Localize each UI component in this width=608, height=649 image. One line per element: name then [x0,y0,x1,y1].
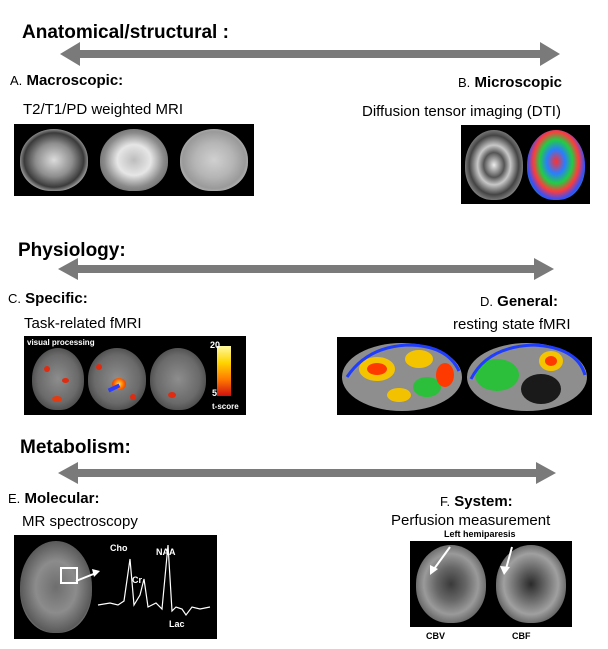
panel-c-subtitle: Task-related fMRI [24,315,142,332]
panel-f-perfusion: Left hemiparesis CBV CBF [408,529,574,643]
fmri-slice-3 [150,348,206,410]
panel-e-title: Molecular: [24,490,100,507]
activation-spot [96,364,102,370]
panel-d-title: General: [497,293,559,310]
blue-activation [107,383,121,393]
panel-f-letter: F. [440,494,451,509]
activation-spot [52,396,62,402]
cbv-label: CBV [426,631,446,641]
panel-e-letter: E. [8,491,21,506]
perfusion-images [410,541,572,627]
metabolism-heading: Metabolism: [20,437,131,458]
panel-d-letter: D. [480,294,493,309]
scale-bottom: 5 [212,388,218,398]
peak-naa: NAA [156,547,176,557]
pd-brain-image [180,129,248,191]
perfusion-caption: Left hemiparesis [444,529,516,539]
panel-f-label: F. System: [440,493,513,510]
t1-brain-image [100,129,168,191]
panel-e-subtitle: MR spectroscopy [22,513,138,530]
panel-b-title: Microscopic [474,74,562,91]
physiology-heading: Physiology: [18,240,126,261]
panel-c-fmri-images: visual processing 20 5 t-score [24,336,246,415]
metabolism-double-arrow [58,462,556,484]
cbf-label: CBF [512,631,531,641]
voxel-box [60,567,78,584]
peak-lac: Lac [169,619,185,629]
panel-e-label: E. Molecular: [8,490,99,507]
mrs-brain-image [20,541,92,633]
panel-b-label: B. Microscopic [458,74,562,91]
t-score-colorbar [217,346,231,396]
activation-spot [44,366,50,372]
peak-cr: Cr [132,575,143,585]
anatomical-double-arrow [60,42,560,66]
activation-spot [130,394,136,400]
cbv-brain-image [416,545,486,623]
panel-a-label: A. Macroscopic: [10,72,123,89]
panel-d-label: D. General: [480,293,558,310]
fmri-slice-2 [88,348,146,410]
cbf-brain-image [496,545,566,623]
mrs-spectrum [75,544,211,617]
panel-f-subtitle: Perfusion measurement [391,512,551,529]
panel-d-resting-state-images [337,337,592,415]
t2-brain-image [20,129,88,191]
panel-b-letter: B. [458,75,471,90]
scale-top: 20 [210,340,221,350]
panel-d-subtitle: resting state fMRI [453,316,571,333]
panel-b-dti-images [461,125,590,204]
panel-c-letter: C. [8,291,21,306]
panel-c-label: C. Specific: [8,290,88,307]
physiology-double-arrow [58,258,554,280]
dti-color-image [527,130,585,200]
dti-fa-image [465,130,523,200]
panel-a-mri-images [14,124,254,196]
visual-processing-label: visual processing [27,338,95,347]
fmri-slice-1 [32,348,84,410]
activation-spot [168,392,176,398]
panel-e-spectroscopy: Cho Cr NAA Lac [14,535,217,639]
panel-a-subtitle: T2/T1/PD weighted MRI [23,101,184,118]
panel-a-title: Macroscopic: [26,72,124,89]
anatomical-heading: Anatomical/structural : [22,22,229,43]
panel-a-letter: A. [10,73,23,88]
activation-spot [62,378,69,383]
scale-label: t-score [212,402,239,411]
panel-b-subtitle: Diffusion tensor imaging (DTI) [362,103,561,120]
panel-c-title: Specific: [25,290,88,307]
resting-state-cortex-maps [342,343,587,411]
peak-cho: Cho [110,543,128,553]
hemiparesis-arrows [430,546,513,575]
panel-f-title: System: [454,493,513,510]
